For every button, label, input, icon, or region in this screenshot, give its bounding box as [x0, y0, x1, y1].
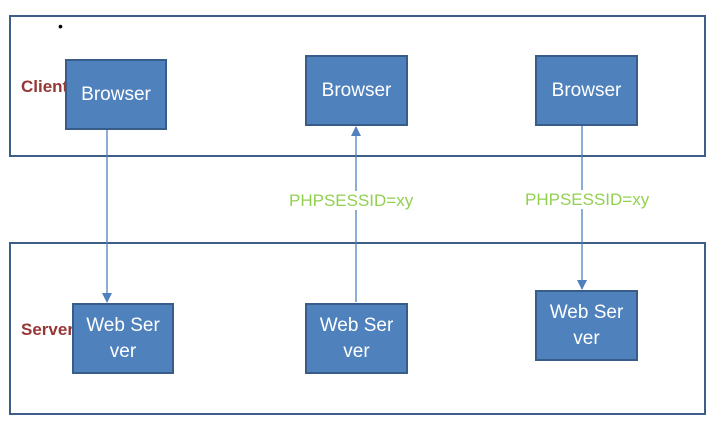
- web-server-label-1: Web Server: [86, 314, 160, 362]
- cookie-label-response: PHPSESSID=xy: [525, 190, 650, 209]
- bullet-point: •: [58, 18, 63, 34]
- web-server-label-3: Web Server: [549, 301, 624, 349]
- server-zone-label: Server: [21, 320, 74, 339]
- browser-label-3: Browser: [551, 79, 622, 101]
- web-server-label-2: Web Server: [319, 314, 394, 362]
- browser-box-1: Browser: [65, 59, 167, 130]
- client-zone-label: Clients: [21, 77, 66, 96]
- web-server-box-3: Web Server: [535, 290, 638, 361]
- browser-box-3: Browser: [535, 55, 638, 126]
- web-server-box-2: Web Server: [305, 303, 408, 374]
- cookie-label-request: PHPSESSID=xy: [289, 191, 414, 210]
- browser-label-2: Browser: [321, 79, 392, 101]
- web-server-box-1: Web Server: [72, 303, 174, 374]
- browser-label-1: Browser: [81, 83, 151, 105]
- browser-box-2: Browser: [305, 55, 408, 126]
